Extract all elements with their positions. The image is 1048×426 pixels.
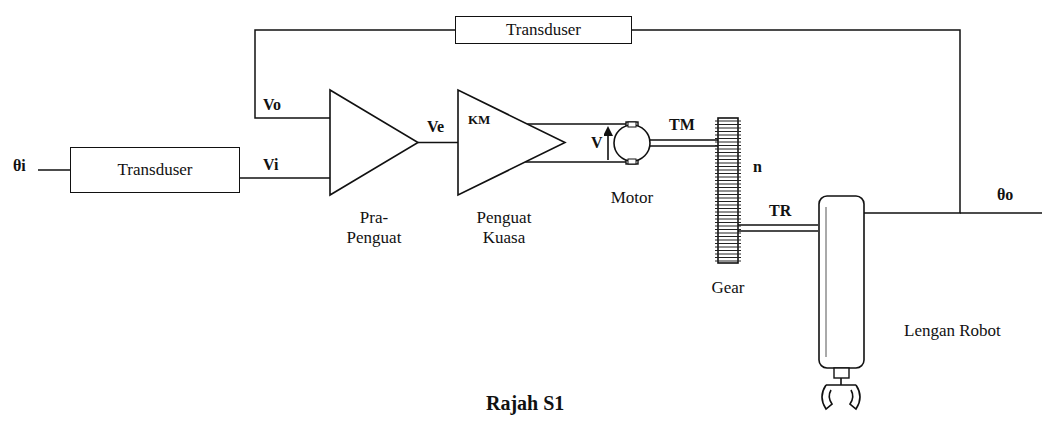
signal-wire bbox=[738, 225, 818, 231]
signal-wire bbox=[632, 30, 960, 213]
transducer-box: Transduser bbox=[455, 16, 632, 44]
robot-arm: Lengan Robot bbox=[818, 195, 1018, 420]
transducer-box: Transduser bbox=[70, 147, 240, 193]
node-label: Penguat Kuasa bbox=[458, 208, 550, 247]
error-voltage: Ve bbox=[426, 118, 445, 136]
node-label: Gear bbox=[696, 278, 760, 298]
input-wire bbox=[38, 169, 70, 171]
gain-symbol: KM bbox=[468, 113, 490, 128]
signal-wire bbox=[650, 140, 718, 146]
node-label: Lengan Robot bbox=[904, 321, 1001, 341]
node-label: Transduser bbox=[118, 160, 193, 180]
power-amplifier: KM Penguat Kuasa bbox=[458, 90, 565, 250]
motor-voltage: V bbox=[590, 134, 604, 152]
node-label: Pra- Penguat bbox=[334, 208, 414, 247]
gear: Gear bbox=[700, 118, 756, 308]
gear-ratio: n bbox=[752, 158, 763, 176]
signal-wire bbox=[240, 177, 330, 179]
motor-torque: TM bbox=[668, 116, 696, 134]
node-label: Transduser bbox=[506, 20, 581, 40]
robot-arm-outline bbox=[818, 195, 1018, 420]
output-wire bbox=[960, 212, 1042, 214]
voltage-arrow bbox=[607, 133, 609, 160]
voltage-arrowhead bbox=[603, 126, 613, 136]
input-angle: θi bbox=[12, 157, 27, 175]
node-label: Motor bbox=[590, 188, 674, 208]
feedback-voltage: Vo bbox=[262, 96, 282, 114]
output-angle: θo bbox=[996, 186, 1014, 204]
load-torque: TR bbox=[768, 202, 792, 220]
motor: Motor bbox=[600, 122, 664, 212]
preamplifier: Pra- Penguat bbox=[330, 90, 418, 250]
signal-wire bbox=[418, 142, 458, 144]
input-voltage: Vi bbox=[262, 156, 279, 174]
figure-caption: Rajah S1 bbox=[486, 392, 564, 415]
